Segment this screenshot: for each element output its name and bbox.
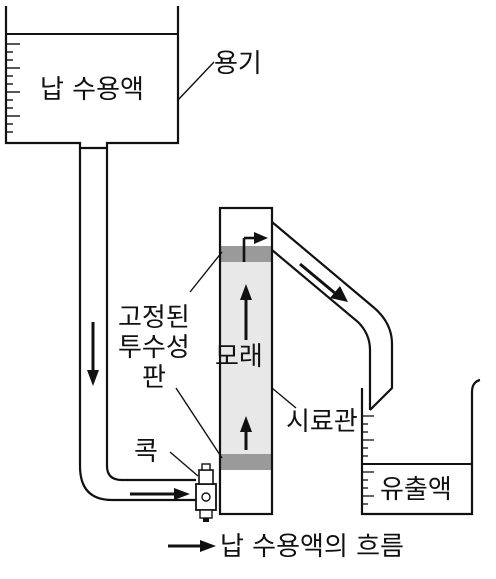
sample-tube: 모래 <box>215 206 274 516</box>
outlet-arrow-diagonal <box>299 262 348 302</box>
sample-tube-leader <box>271 387 297 409</box>
effluent-label: 유출액 <box>380 475 452 505</box>
lower-plate-leader <box>175 387 223 459</box>
upper-permeable-plate <box>220 246 272 262</box>
fixed-plate-label-line2: 투수성 <box>118 333 190 363</box>
beaker-graduations <box>362 415 374 505</box>
cock-leader <box>169 451 199 477</box>
tube-up-arrow-lower <box>240 416 252 450</box>
container-outline <box>4 6 180 150</box>
cock-label: 콕 <box>134 437 158 467</box>
sample-tube-outline <box>218 206 274 516</box>
container-leader <box>177 61 215 101</box>
tube-up-arrow-upper <box>240 284 252 340</box>
sand-label: 모래 <box>215 342 263 372</box>
container-graduations <box>6 43 20 133</box>
container-label: 용기 <box>214 49 262 79</box>
fixed-plate-label-line1: 고정된 <box>118 303 190 333</box>
lower-permeable-plate <box>220 454 272 470</box>
container: 납 수용액 <box>4 6 180 150</box>
feed-pipe <box>78 148 196 502</box>
feed-pipe-right-arrow <box>130 488 190 500</box>
fixed-plate-label-line3: 판 <box>142 363 166 393</box>
legend-label: 납 수용액의 흐름 <box>220 532 404 562</box>
outlet-arrow-top <box>242 232 268 262</box>
feed-pipe-down-arrow <box>87 322 99 386</box>
upper-plate-leader <box>189 251 223 293</box>
legend: 납 수용액의 흐름 <box>168 532 404 562</box>
beaker-outline <box>360 378 481 516</box>
cock-valve <box>195 463 217 522</box>
container-solution-label: 납 수용액 <box>40 75 144 105</box>
outlet-pipe <box>271 221 394 411</box>
beaker: 유출액 <box>360 378 481 516</box>
sample-tube-label: 시료관 <box>286 407 358 437</box>
arrow-right-icon <box>168 540 216 552</box>
